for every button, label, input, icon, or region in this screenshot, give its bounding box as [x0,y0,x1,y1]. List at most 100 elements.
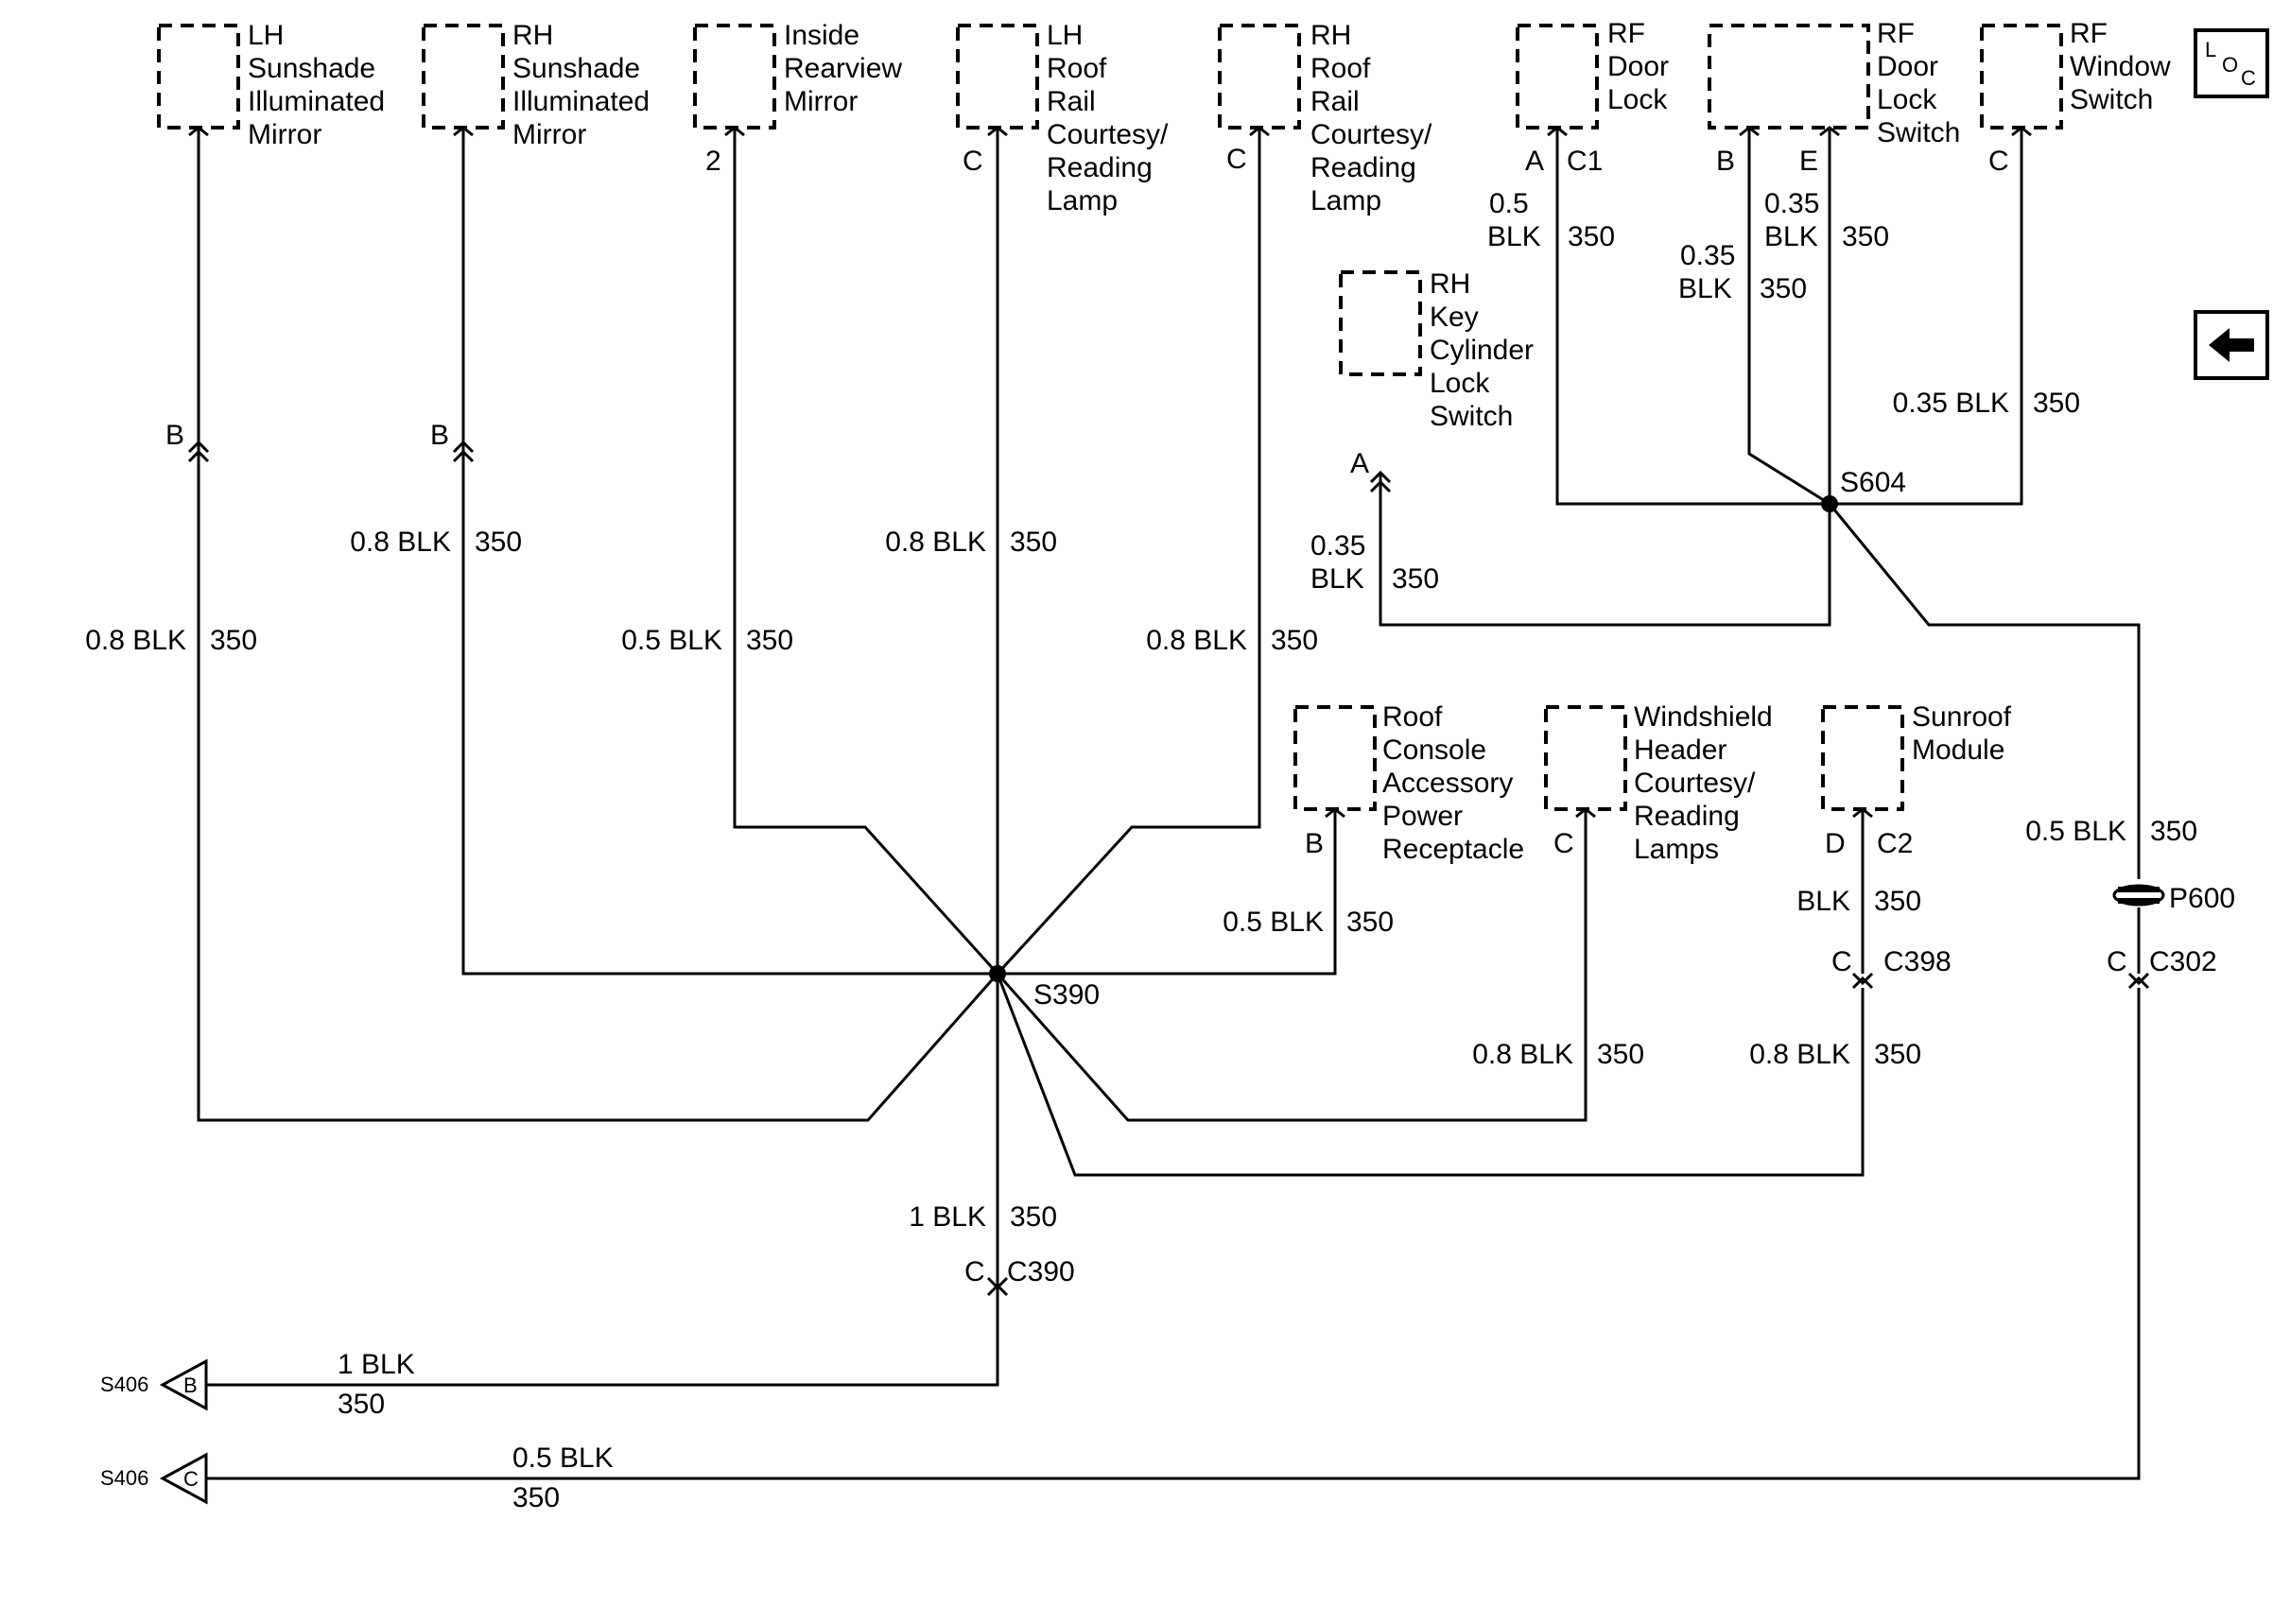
wire-size: 0.8 BLK [885,527,986,558]
lh-roof-rail-lamp-label: LH Roof Rail Courtesy/ Reading Lamp [1047,20,1169,216]
connector-id: C302 [2149,946,2217,977]
connector-id: P600 [2169,883,2235,914]
svg-text:LH: LH [1047,20,1083,51]
wire-circuit: 350 [746,625,793,656]
sunroof-module-box [1821,705,1904,811]
wire-circuit: 350 [1010,527,1057,558]
svg-text:Door: Door [1607,51,1669,82]
wire-size: BLK [1310,563,1364,595]
wire-size: 0.5 BLK [2025,816,2126,847]
wire-size: 0.8 BLK [1472,1039,1573,1070]
wire-size: BLK [1796,886,1850,917]
wire-circuit: 350 [1874,1039,1921,1070]
sunroof-module-label: Sunroof Module [1912,701,2012,766]
wire-circuit: 350 [1597,1039,1644,1070]
svg-text:LH: LH [248,20,284,51]
splice-id: S390 [1033,979,1100,1011]
pin-label: E [1799,146,1818,177]
connector-id: C2 [1877,828,1913,859]
pin-label: C [1553,828,1574,859]
pin-label: C [1226,144,1247,175]
splice-s390-dot [989,965,1006,982]
pin-label: D [1825,828,1846,859]
wire-size: 0.8 BLK [1146,625,1247,656]
svg-text:O: O [2222,53,2238,77]
svg-text:Cylinder: Cylinder [1430,335,1534,366]
wire-size: 0.5 [1489,188,1529,219]
inside-mirror-box [693,24,776,130]
pin-label: C [964,1256,985,1287]
svg-text:Rail: Rail [1310,86,1360,117]
svg-text:Illuminated: Illuminated [512,86,650,117]
svg-text:RH: RH [1310,20,1351,51]
pin-label: B [1716,146,1735,177]
lh-sunshade-mirror-box [157,24,240,130]
wire-circuit: 350 [1392,563,1439,595]
pin-label: 2 [705,146,721,177]
s390-wiring [194,128,1865,1387]
svg-text:Switch: Switch [1877,117,1960,148]
svg-text:Window: Window [2070,51,2171,82]
wire-circuit: 350 [512,1482,560,1513]
ground-s406-c-label: S406 [100,1466,148,1490]
wire-size: 0.8 BLK [1749,1039,1850,1070]
wire-circuit: 350 [1874,886,1921,917]
svg-text:Receptacle: Receptacle [1382,834,1524,865]
splice-id: S604 [1840,467,1906,498]
svg-text:Rail: Rail [1047,86,1096,117]
rf-door-lock-box [1516,24,1599,130]
pin-label: C [963,146,983,177]
ground-s406-c-pin: C [183,1467,199,1491]
svg-text:Roof: Roof [1310,53,1371,84]
location-icon[interactable]: L O C [2194,28,2269,98]
wire-size: 0.8 BLK [85,625,186,656]
svg-text:Key: Key [1430,302,1479,333]
pin-label: B [430,420,449,451]
rh-sunshade-mirror-label: RH Sunshade Illuminated Mirror [512,20,650,150]
wire-circuit: 350 [2033,388,2080,419]
back-arrow-icon[interactable] [2194,310,2269,380]
svg-text:Illuminated: Illuminated [248,86,385,117]
rf-door-lock-label: RF Door Lock [1607,18,1669,115]
pin-label: C [2107,946,2127,977]
ground-s406-b-label: S406 [100,1373,148,1396]
svg-text:Power: Power [1382,801,1463,832]
svg-text:Windshield: Windshield [1634,701,1773,733]
wire-size: 0.5 BLK [1223,907,1324,938]
svg-text:Mirror: Mirror [248,119,321,150]
connector-terminals [187,126,2150,1297]
svg-text:Console: Console [1382,734,1486,766]
windshield-header-label: Windshield Header Courtesy/ Reading Lamp… [1634,701,1773,865]
svg-text:Door: Door [1877,51,1938,82]
pin-label: C [1988,146,2009,177]
wire-circuit: 350 [1842,221,1889,252]
rh-roof-rail-lamp-label: RH Roof Rail Courtesy/ Reading Lamp [1310,20,1432,216]
svg-text:RF: RF [1877,18,1915,49]
rf-door-lock-switch-box [1708,24,1870,130]
wire-circuit: 350 [475,527,522,558]
pin-label: C [1831,946,1852,977]
svg-text:Mirror: Mirror [784,86,858,117]
wire-circuit: 350 [1346,907,1394,938]
rh-key-cylinder-label: RH Key Cylinder Lock Switch [1430,268,1534,432]
connector-id: C390 [1007,1256,1075,1287]
ground-s406-b-arrow [159,1358,208,1411]
rf-window-switch-box [1980,24,2063,130]
inside-mirror-label: Inside Rearview Mirror [784,20,902,117]
svg-text:L: L [2205,38,2216,61]
rf-window-switch-label: RF Window Switch [2070,18,2171,115]
wire-size: 1 BLK [909,1201,986,1233]
wire-size: 0.35 [1310,530,1365,561]
roof-console-box [1293,705,1377,811]
connector-id: C1 [1567,146,1603,177]
svg-text:C: C [2241,66,2256,90]
wire-size: BLK [1487,221,1541,252]
wire-size: BLK [1764,221,1818,252]
wire-circuit: 350 [338,1389,385,1420]
wire-size: 0.5 BLK [621,625,722,656]
roof-console-label: Roof Console Accessory Power Receptacle [1382,701,1524,865]
svg-text:Mirror: Mirror [512,119,586,150]
pin-label: A [1525,146,1544,177]
svg-text:Switch: Switch [1430,401,1513,432]
